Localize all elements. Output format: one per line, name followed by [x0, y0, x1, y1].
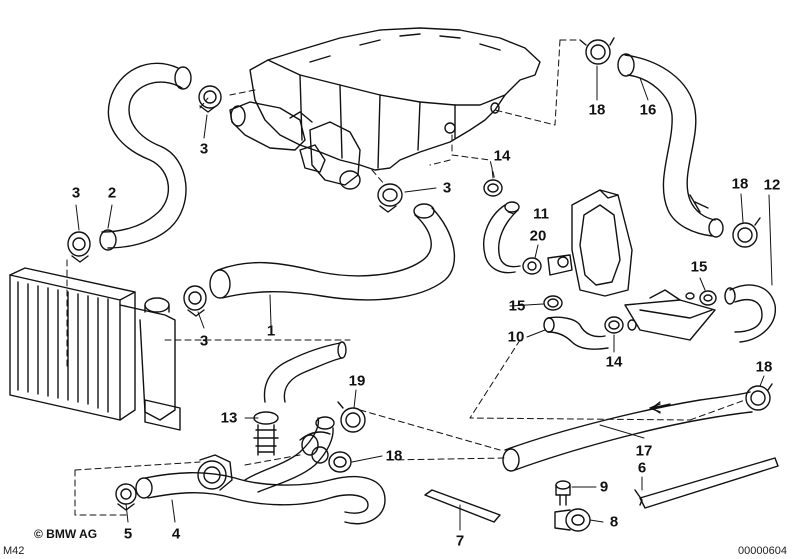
label-6: 6 — [637, 459, 647, 477]
clamp-18-lower-right — [745, 383, 773, 411]
fitting-20 — [522, 254, 573, 276]
label-14-upper: 14 — [493, 147, 511, 165]
radiator — [9, 267, 181, 431]
label-10: 10 — [507, 328, 525, 346]
label-3-lower: 3 — [199, 332, 209, 350]
bolt-9 — [555, 480, 571, 506]
clamp-14-lower — [604, 316, 624, 334]
hose-17 — [502, 391, 753, 472]
hose-2 — [99, 62, 192, 251]
label-9: 9 — [599, 478, 609, 496]
label-3-right: 3 — [442, 179, 452, 197]
dashed-lines — [66, 39, 746, 516]
hose-10 — [543, 316, 609, 350]
label-19: 19 — [348, 372, 366, 390]
clamp-14-upper — [483, 179, 503, 197]
label-13: 13 — [220, 409, 238, 427]
flow-arrow — [651, 401, 671, 414]
label-18-lower-right: 18 — [755, 358, 773, 376]
hose-13-upper — [263, 341, 347, 403]
label-14-lower: 14 — [605, 353, 623, 371]
hose-12 — [724, 284, 776, 343]
label-1: 1 — [266, 322, 276, 340]
clip-8 — [554, 508, 591, 532]
label-20: 20 — [529, 227, 547, 245]
hose-junction — [197, 454, 233, 491]
pipe-upper-loop — [244, 416, 335, 493]
clamp-3-right — [377, 183, 403, 213]
hose-16 — [617, 53, 724, 238]
label-17: 17 — [635, 442, 653, 460]
hose-1 — [209, 203, 456, 301]
figure-number: 00000604 — [738, 545, 787, 557]
label-8: 8 — [609, 513, 619, 531]
clamp-3-upper — [198, 85, 222, 113]
label-16: 16 — [639, 101, 657, 119]
hose-elbow-lower — [299, 431, 331, 464]
strip-7 — [424, 489, 501, 523]
hose-4 — [135, 472, 386, 525]
copyright-notice: © BMW AG — [34, 527, 98, 541]
leader-lines — [75, 65, 773, 531]
label-12: 12 — [763, 176, 781, 194]
label-15-left: 15 — [508, 297, 526, 315]
expansion-bracket — [571, 189, 633, 297]
label-18-bottom: 18 — [385, 447, 403, 465]
clamp-18-bottom — [328, 451, 352, 473]
label-15-right: 15 — [690, 258, 708, 276]
engine-code: M42 — [3, 545, 25, 557]
clamp-18-top — [579, 37, 615, 65]
label-7: 7 — [455, 532, 465, 550]
clamp-3-lower — [183, 285, 207, 317]
label-3-upper: 3 — [199, 140, 209, 158]
clamp-19 — [337, 401, 366, 433]
label-4: 4 — [171, 525, 181, 543]
label-18-top: 18 — [588, 101, 606, 119]
clamp-15-right — [685, 290, 717, 306]
label-18-right: 18 — [731, 175, 749, 193]
engine-housing — [229, 27, 541, 190]
label-5: 5 — [123, 525, 133, 543]
label-2: 2 — [107, 184, 117, 202]
label-11: 11 — [533, 205, 549, 223]
clamp-3-left — [67, 231, 91, 263]
strap-6 — [634, 457, 779, 509]
hose-11 — [483, 201, 521, 274]
clamp-18-right — [732, 217, 761, 248]
clamp-15-left — [543, 295, 563, 311]
coolant-pipe — [624, 289, 716, 341]
label-3-left: 3 — [71, 184, 81, 202]
